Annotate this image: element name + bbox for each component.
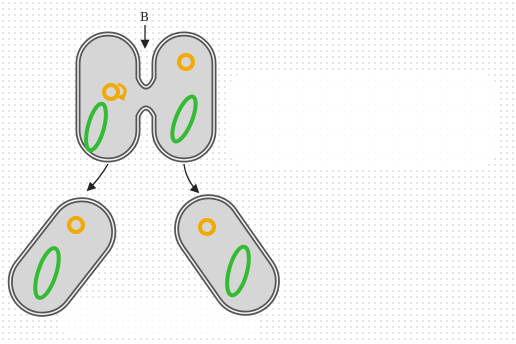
chromosome-right — [170, 94, 198, 144]
background-smudges — [60, 72, 498, 338]
plasmid-replicating — [102, 83, 120, 101]
daughter-left-plasmid — [67, 216, 85, 234]
dividing-parent-cell — [75, 31, 217, 163]
division-arrow-right — [183, 163, 200, 194]
chromosome-left — [84, 101, 108, 153]
daughter-left-chromosome — [33, 246, 61, 300]
division-arrow-left — [86, 163, 109, 192]
marker-label: B — [140, 10, 149, 24]
daughter-right-plasmid — [198, 218, 216, 236]
plasmid-right — [177, 53, 195, 71]
daughter-right-chromosome — [225, 244, 251, 298]
